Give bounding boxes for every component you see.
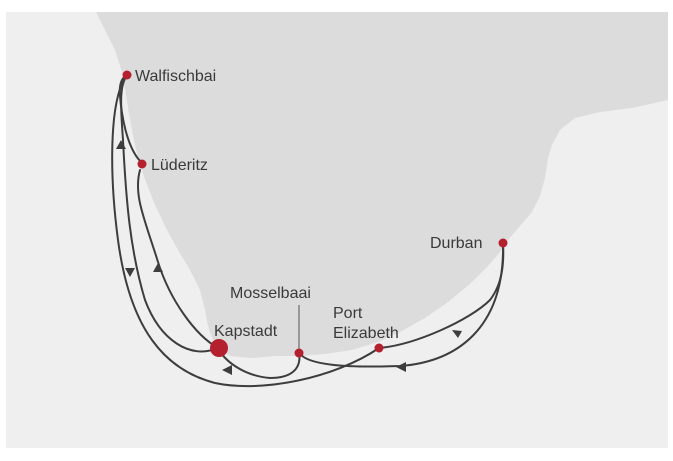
arrow-pe-durban: [452, 330, 462, 338]
port-labels: Walfischbai Lüderitz Kapstadt Mosselbaai…: [135, 68, 482, 342]
direction-arrows: [116, 140, 462, 375]
label-port-elizabeth-line1: Port: [333, 305, 363, 322]
route-lines: [111, 74, 505, 388]
arrow-kapstadt-east: [222, 365, 232, 375]
route-kapstadt-mossel: [217, 347, 301, 379]
arrow-down-west: [125, 268, 135, 277]
port-marker-port-elizabeth[interactable]: [374, 343, 384, 353]
label-luderitz: Lüderitz: [151, 157, 208, 174]
port-marker-mosselbaai[interactable]: [294, 348, 304, 358]
port-marker-kapstadt[interactable]: [210, 339, 228, 357]
label-mosselbaai: Mosselbaai: [230, 285, 311, 302]
label-durban: Durban: [430, 235, 482, 252]
route-mossel-durban: [298, 242, 505, 368]
port-markers: [122, 70, 508, 358]
arrow-up-west: [116, 140, 126, 149]
arrow-up-inner: [153, 263, 163, 272]
port-marker-walfischbai[interactable]: [122, 70, 132, 80]
label-port-elizabeth-line2: Elizabeth: [333, 325, 399, 342]
label-kapstadt: Kapstadt: [214, 323, 278, 340]
label-walfischbai: Walfischbai: [135, 68, 216, 85]
route-west-inner: [136, 169, 219, 349]
route-outer-loop: [111, 74, 380, 388]
port-marker-luderitz[interactable]: [137, 159, 147, 169]
route-pe-durban: [378, 242, 505, 349]
route-luderitz-walfisch: [118, 74, 143, 164]
land-southern-africa: [96, 12, 668, 358]
port-marker-durban[interactable]: [498, 238, 508, 248]
arrow-mossel-durban: [396, 362, 406, 372]
